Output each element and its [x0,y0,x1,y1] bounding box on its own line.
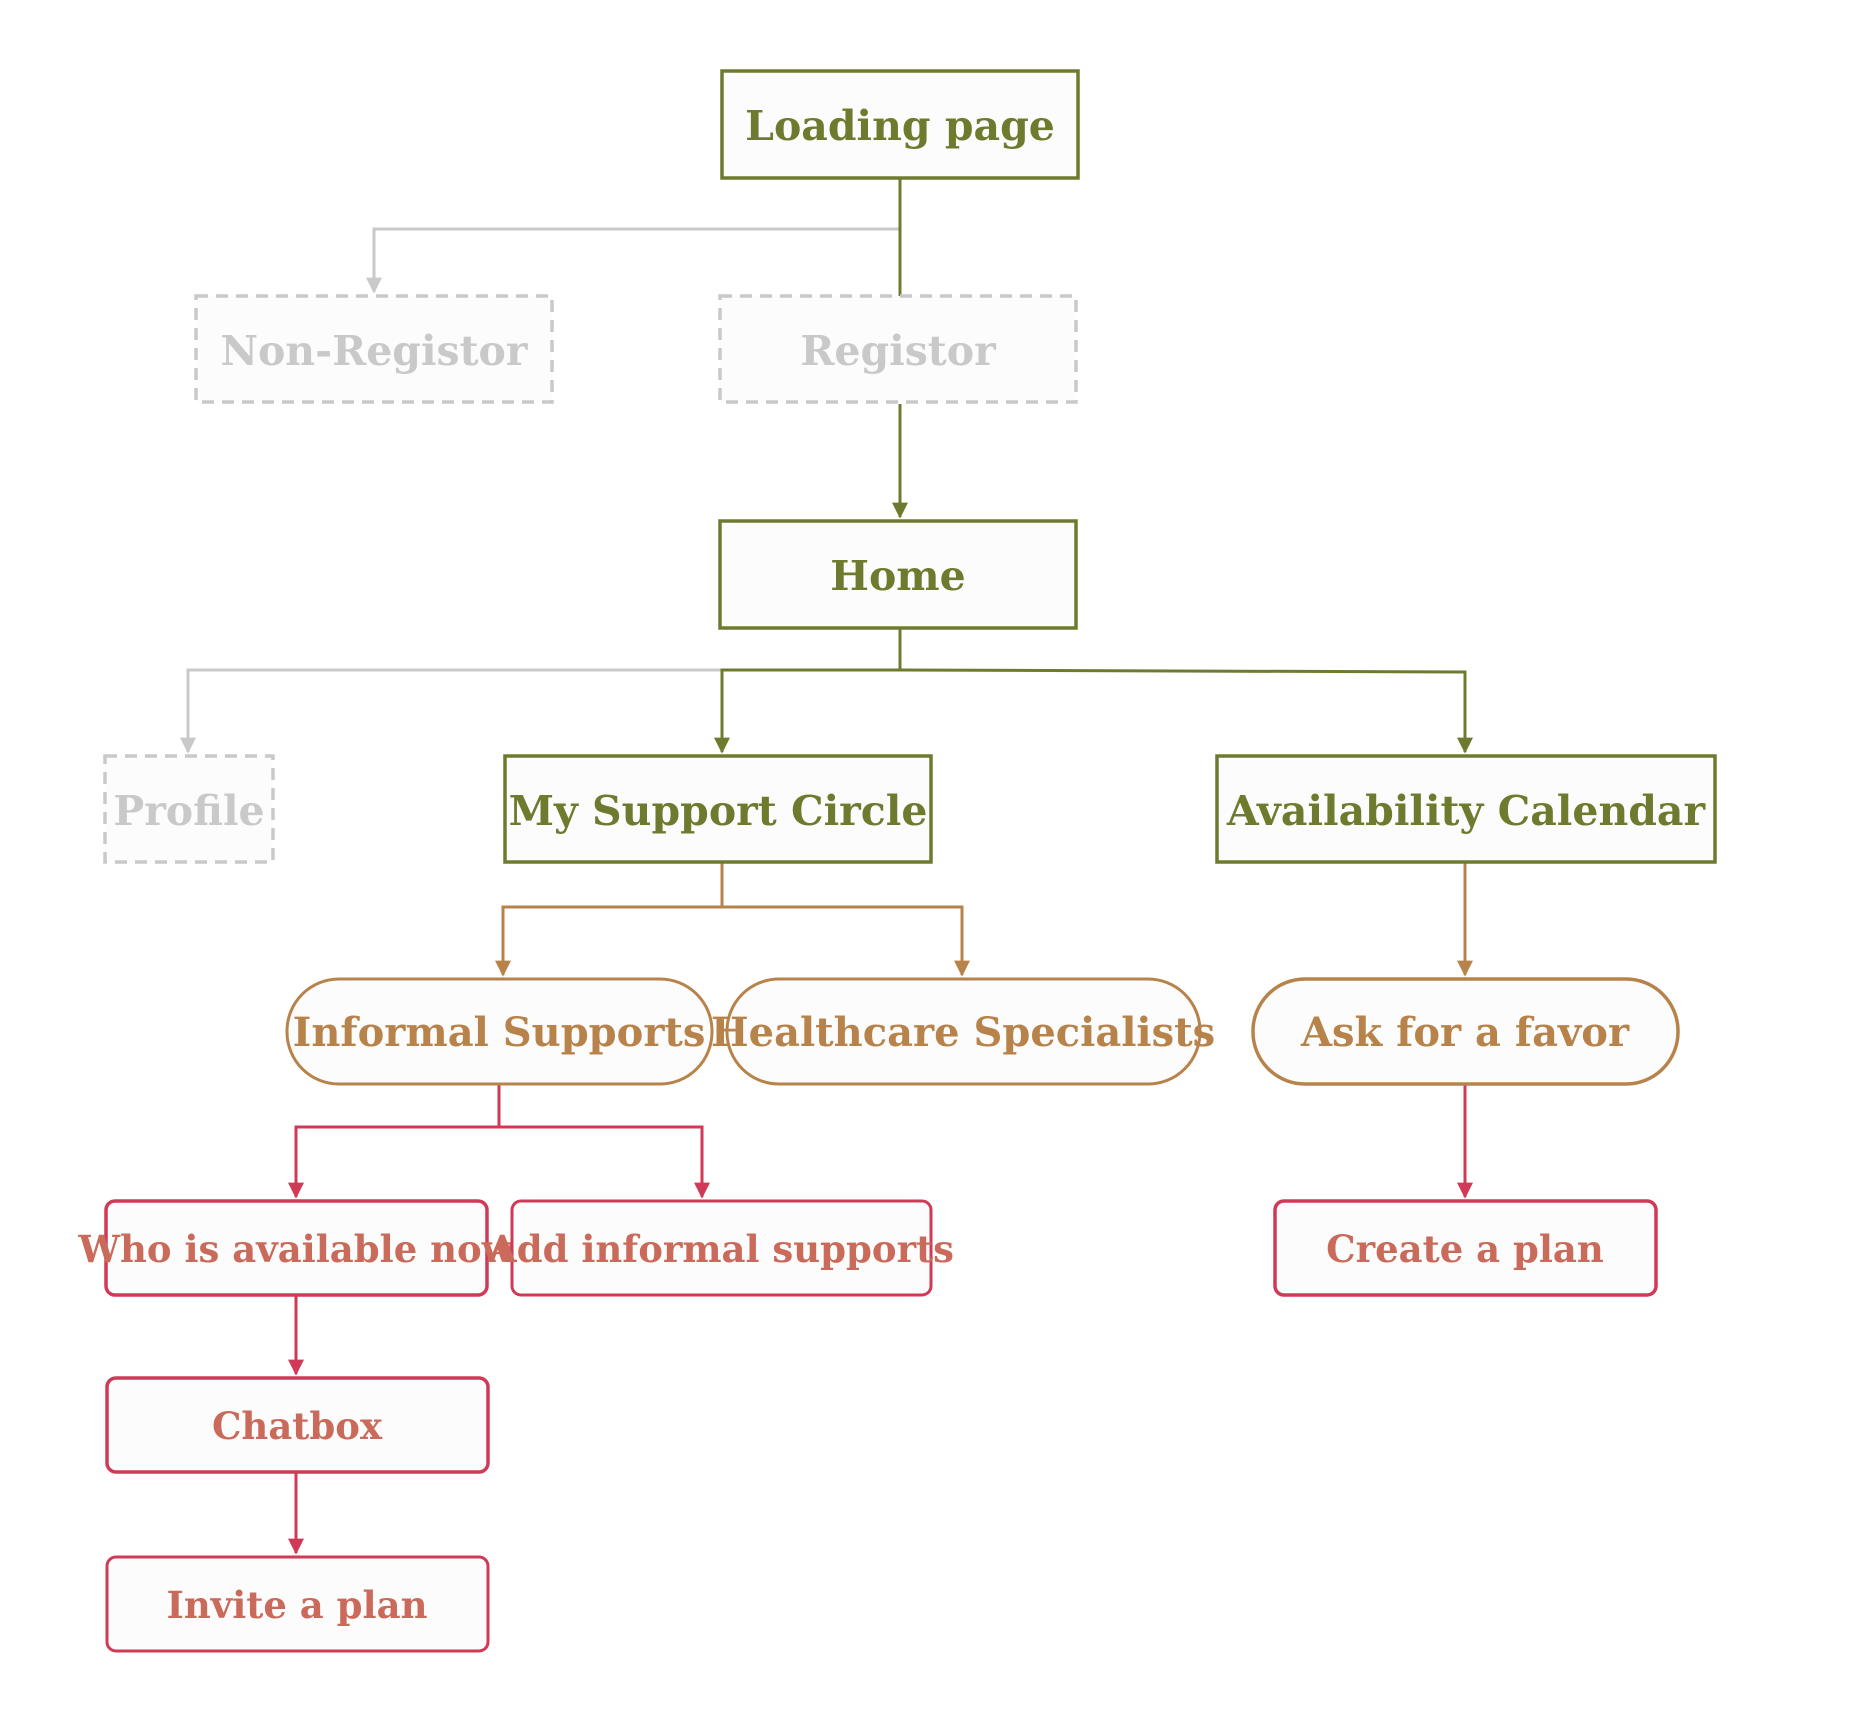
node-registor[interactable]: Registor [718,294,1078,404]
connector-home-to-support-circle [714,628,902,754]
connector-home-to-availability-calendar [899,668,1473,754]
node-who-is-available-now[interactable]: Who is available now [77,1199,515,1297]
connector-home-to-profile [180,668,722,754]
connector-informal-to-add-supports [499,1125,710,1199]
node-create-a-plan[interactable]: Create a plan [1273,1199,1658,1297]
node-non-registor[interactable]: Non-Registor [194,294,554,404]
node-informal-supports[interactable]: Informal Supports [285,977,714,1086]
connector-loading-to-nonregistor [366,227,900,294]
node-add-informal-supports[interactable]: Add informal supports [487,1199,954,1297]
node-availability-calendar[interactable]: Availability Calendar [1215,754,1717,864]
connector-circle-to-healthcare [722,905,970,977]
node-my-support-circle[interactable]: My Support Circle [503,754,933,864]
node-my-support-circle-label: My Support Circle [509,787,928,835]
node-healthcare-specialists-label: Healthcare Specialists [711,1009,1215,1056]
node-invite-a-plan[interactable]: Invite a plan [105,1555,490,1653]
node-loading-page-label: Loading page [745,102,1055,150]
node-add-informal-supports-label: Add informal supports [487,1227,954,1271]
node-loading-page[interactable]: Loading page [720,69,1080,180]
node-home-label: Home [830,552,966,600]
node-create-a-plan-label: Create a plan [1326,1227,1604,1271]
node-chatbox[interactable]: Chatbox [105,1376,490,1474]
node-healthcare-specialists[interactable]: Healthcare Specialists [711,977,1215,1086]
node-ask-for-a-favor[interactable]: Ask for a favor [1251,977,1680,1086]
node-profile-label: Profile [113,787,264,835]
node-invite-a-plan-label: Invite a plan [167,1583,428,1627]
node-non-registor-label: Non-Registor [220,327,528,375]
node-registor-label: Registor [800,327,997,375]
node-chatbox-label: Chatbox [212,1404,383,1448]
node-who-is-available-now-label: Who is available now [77,1227,514,1271]
node-home[interactable]: Home [718,519,1078,630]
connector-circle-to-informal [495,862,724,977]
node-profile[interactable]: Profile [103,754,275,864]
node-availability-calendar-label: Availability Calendar [1226,787,1707,835]
node-informal-supports-label: Informal Supports [293,1009,706,1056]
connector-informal-to-who-available [288,1084,501,1199]
node-ask-for-a-favor-label: Ask for a favor [1300,1009,1630,1056]
